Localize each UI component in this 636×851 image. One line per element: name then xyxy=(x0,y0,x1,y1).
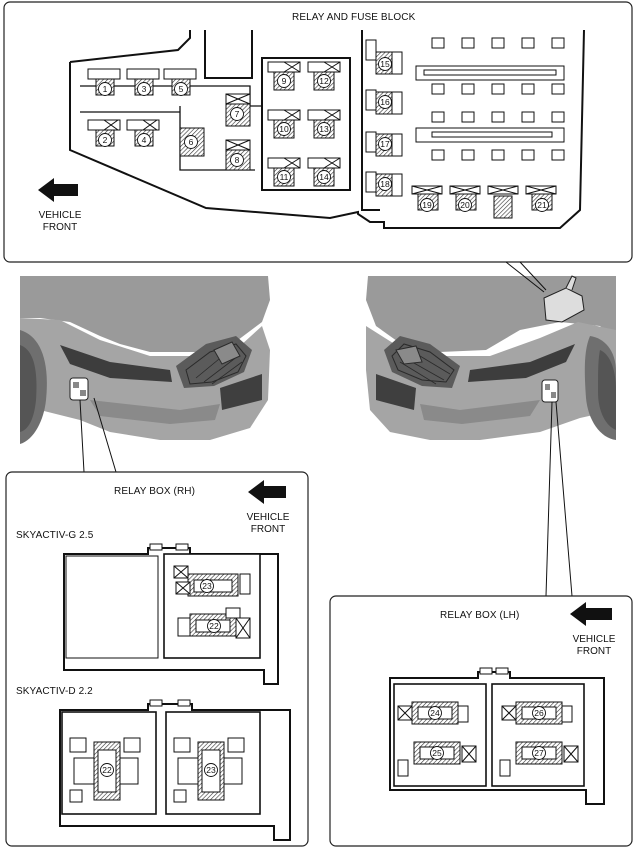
vehicle-front-label-rh: VEHICLE FRONT xyxy=(238,512,298,536)
vehicle-front-line2: FRONT xyxy=(42,222,78,233)
svg-text:26: 26 xyxy=(534,708,544,718)
leader-lines xyxy=(79,261,573,597)
fuse-19-marker: 19 xyxy=(420,198,434,212)
variant-label-d: SKYACTIV-D 2.2 xyxy=(16,686,93,697)
vehicle-front-line1: VEHICLE xyxy=(572,634,616,645)
svg-text:8: 8 xyxy=(235,155,240,165)
relay-26-lh-marker: 26 xyxy=(532,706,546,720)
fuse-3-marker: 3 xyxy=(137,82,151,96)
relay-23-d-marker: 23 xyxy=(204,763,218,777)
svg-text:13: 13 xyxy=(319,124,329,134)
fuse-5-marker: 5 xyxy=(174,82,188,96)
svg-text:6: 6 xyxy=(189,137,194,147)
svg-text:23: 23 xyxy=(202,581,212,591)
fuse-9-marker: 9 xyxy=(277,74,291,88)
svg-text:27: 27 xyxy=(534,748,544,758)
relay-24-lh-marker: 24 xyxy=(428,706,442,720)
vehicle-front-label-top: VEHICLE FRONT xyxy=(30,210,90,234)
fuse-11-marker: 11 xyxy=(277,170,291,184)
svg-text:25: 25 xyxy=(432,748,442,758)
svg-text:22: 22 xyxy=(102,765,112,775)
car-right-illustration xyxy=(366,275,616,440)
relay-number-circles: 23 22 22 23 24 25 26 27 xyxy=(100,579,546,777)
car-left-illustration xyxy=(20,276,270,444)
variant-label-g: SKYACTIV-G 2.5 xyxy=(16,530,94,541)
svg-text:17: 17 xyxy=(380,139,390,149)
svg-text:10: 10 xyxy=(279,124,289,134)
svg-text:5: 5 xyxy=(179,84,184,94)
svg-text:15: 15 xyxy=(380,59,390,69)
fuse-10-marker: 10 xyxy=(277,122,291,136)
fuse-21-marker: 21 xyxy=(535,198,549,212)
fuse-1-marker: 1 xyxy=(98,82,112,96)
svg-text:16: 16 xyxy=(380,97,390,107)
fuse-18-marker: 18 xyxy=(378,177,392,191)
vehicle-front-label-lh: VEHICLE FRONT xyxy=(564,634,624,658)
svg-text:23: 23 xyxy=(206,765,216,775)
relay-22-g-marker: 22 xyxy=(207,619,221,633)
relay-box-lh-title: RELAY BOX (LH) xyxy=(440,610,520,621)
fuse-grid-right xyxy=(411,37,565,219)
svg-text:20: 20 xyxy=(460,200,470,210)
vehicle-front-line2: FRONT xyxy=(576,646,612,657)
relay-box-rh-title: RELAY BOX (RH) xyxy=(114,486,196,497)
svg-text:18: 18 xyxy=(380,179,390,189)
relay-27-lh-marker: 27 xyxy=(532,746,546,760)
vehicle-front-line1: VEHICLE xyxy=(38,210,82,221)
svg-text:19: 19 xyxy=(422,200,432,210)
svg-text:7: 7 xyxy=(235,109,240,119)
fuse-16-marker: 16 xyxy=(378,95,392,109)
fuse-block-inner-wall xyxy=(204,30,380,211)
fuse-7-marker: 7 xyxy=(230,107,244,121)
fuse-13-marker: 13 xyxy=(317,122,331,136)
svg-text:1: 1 xyxy=(103,84,108,94)
svg-text:4: 4 xyxy=(142,135,147,145)
fuse-block-outline xyxy=(69,29,585,229)
svg-text:3: 3 xyxy=(142,84,147,94)
relay-23-g-marker: 23 xyxy=(200,579,214,593)
svg-text:21: 21 xyxy=(537,200,547,210)
vehicle-front-arrow-rh-icon xyxy=(248,480,286,504)
relay-box-lh-diagram xyxy=(389,667,605,805)
fuse-4-marker: 4 xyxy=(137,133,151,147)
fuse-17-marker: 17 xyxy=(378,137,392,151)
svg-text:14: 14 xyxy=(319,172,329,182)
vehicle-front-line1: VEHICLE xyxy=(246,512,290,523)
vehicle-front-arrow-lh-icon xyxy=(570,602,612,626)
relay-22-d-marker: 22 xyxy=(100,763,114,777)
fuse-2-marker: 2 xyxy=(98,133,112,147)
fuse-15-marker: 15 xyxy=(378,57,392,71)
vehicle-front-line2: FRONT xyxy=(250,524,286,535)
svg-text:24: 24 xyxy=(430,708,440,718)
vehicle-front-arrow-icon xyxy=(38,178,78,202)
fuse-20-marker: 20 xyxy=(458,198,472,212)
svg-text:12: 12 xyxy=(319,76,329,86)
svg-text:9: 9 xyxy=(282,76,287,86)
relay-fuse-block-title: RELAY AND FUSE BLOCK xyxy=(292,12,416,23)
relay-box-rh-d-diagram xyxy=(59,699,291,841)
relay-box-rh-g-diagram xyxy=(63,543,279,685)
fuse-12-marker: 12 xyxy=(317,74,331,88)
relay-25-lh-marker: 25 xyxy=(430,746,444,760)
svg-text:22: 22 xyxy=(209,621,219,631)
fuse-8-marker: 8 xyxy=(230,153,244,167)
fuse-14-marker: 14 xyxy=(317,170,331,184)
svg-text:2: 2 xyxy=(103,135,108,145)
svg-text:11: 11 xyxy=(280,172,289,182)
fuse-6-marker: 6 xyxy=(184,135,198,149)
